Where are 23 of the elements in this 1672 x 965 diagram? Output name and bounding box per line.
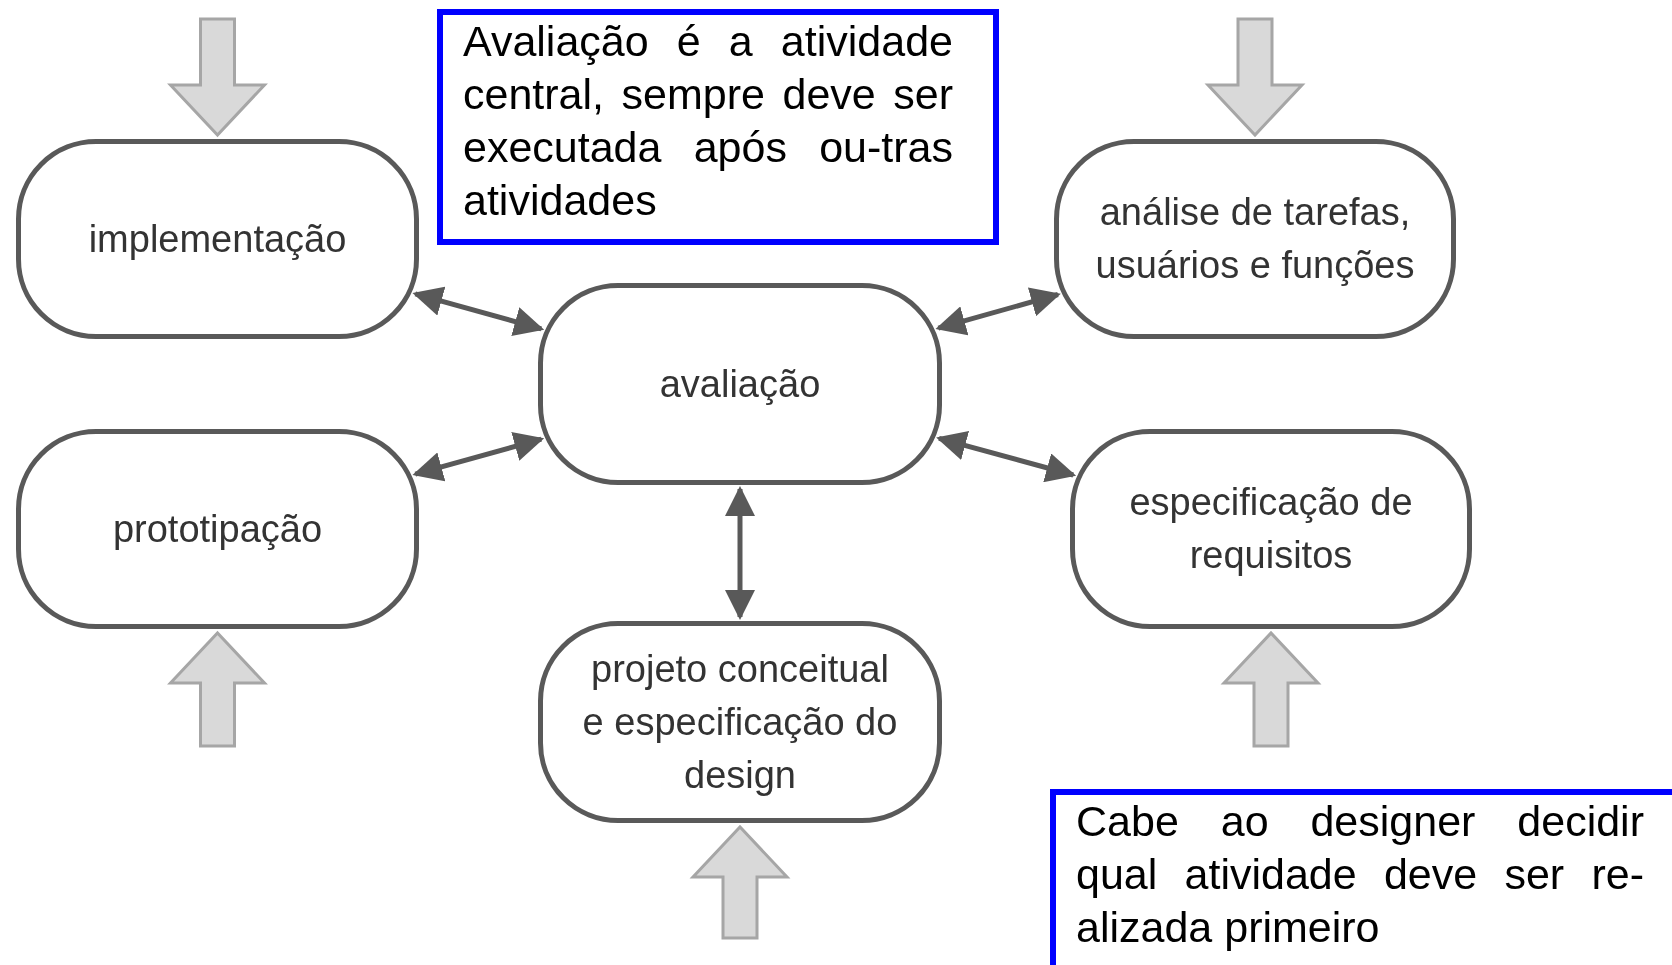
block-arrow — [689, 824, 791, 940]
box-label: análise de tarefas, usuários e funções — [1095, 190, 1415, 288]
note-box — [1050, 789, 1672, 965]
box-label: prototipação — [112, 506, 323, 552]
double-arrow — [412, 431, 545, 482]
note-box — [437, 9, 999, 245]
process-box — [538, 283, 942, 485]
note-text: Cabe ao designer decidir qual atividade deve ser re-alizada primeiro — [1076, 796, 1644, 953]
double-arrow — [412, 286, 545, 337]
process-box — [1054, 139, 1456, 339]
box-label: projeto conceitual e especificação do design — [581, 646, 899, 798]
block-arrow — [167, 630, 268, 748]
double-arrow — [935, 287, 1061, 336]
box-label: especificação de requisitos — [1128, 480, 1414, 578]
block-arrow — [1220, 630, 1322, 748]
double-arrow — [936, 431, 1077, 483]
block-arrow — [1204, 17, 1306, 138]
double-arrow — [725, 486, 755, 620]
box-label: implementação — [88, 216, 347, 262]
block-arrow — [167, 17, 268, 138]
box-label: avaliação — [659, 361, 821, 407]
process-box — [1070, 429, 1472, 629]
note-text: Avaliação é a atividade central, sempre deve ser executada após ou-tras atividades — [463, 16, 953, 226]
